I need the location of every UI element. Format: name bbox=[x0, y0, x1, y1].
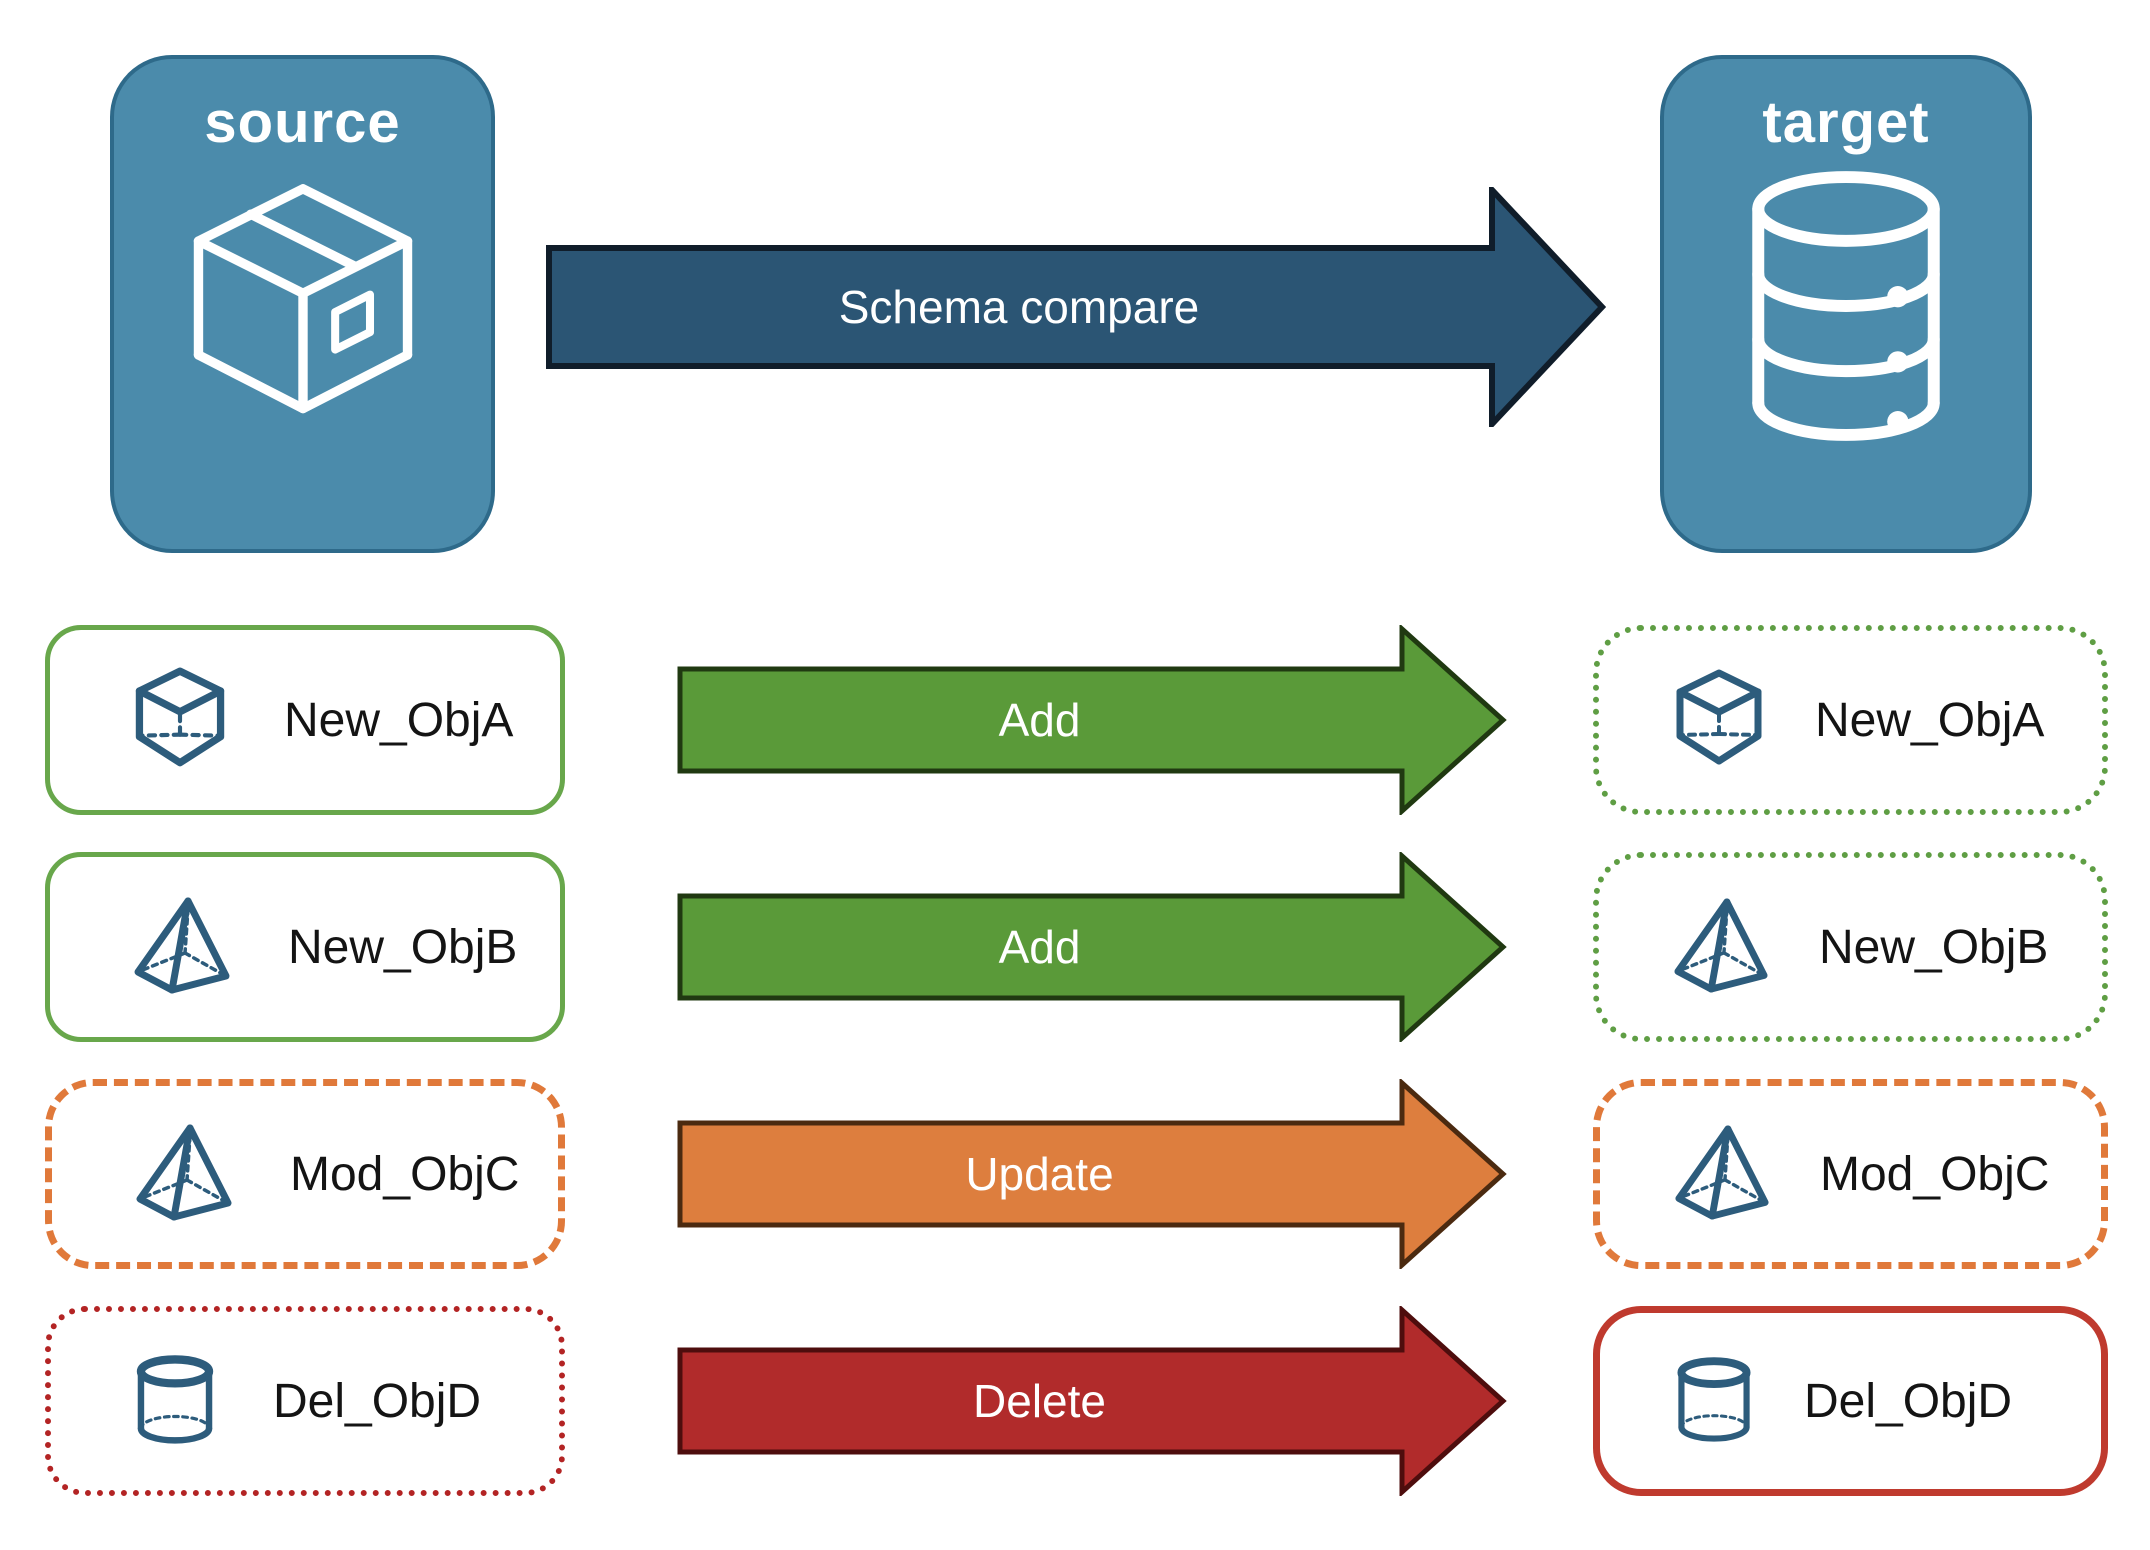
cube-icon bbox=[128, 666, 232, 775]
action-label: Add bbox=[998, 694, 1081, 746]
pyramid-icon bbox=[1669, 896, 1773, 999]
action-arrow-add-a: Add bbox=[677, 625, 1507, 815]
database-icon bbox=[1733, 166, 1959, 451]
action-arrow-add-b: Add bbox=[677, 852, 1507, 1042]
object-label: New_ObjB bbox=[1819, 920, 2049, 974]
object-label: Del_ObjD bbox=[273, 1374, 482, 1428]
target-title: target bbox=[1762, 90, 1930, 155]
action-label: Update bbox=[965, 1148, 1114, 1200]
package-3d-icon bbox=[169, 178, 437, 435]
pyramid-icon bbox=[130, 1122, 238, 1227]
object-label: New_ObjB bbox=[288, 920, 518, 974]
schema-compare-arrow: Schema compare bbox=[546, 187, 1606, 427]
target-object-card-new-obja: New_ObjA bbox=[1593, 625, 2108, 815]
target-object-card-new-objb: New_ObjB bbox=[1593, 852, 2108, 1042]
source-object-card-new-obja: New_ObjA bbox=[45, 625, 565, 815]
cylinder-icon bbox=[1670, 1351, 1758, 1452]
action-label: Delete bbox=[973, 1375, 1106, 1427]
source-title: source bbox=[204, 90, 401, 155]
action-arrow-delete: Delete bbox=[677, 1306, 1507, 1496]
object-label: New_ObjA bbox=[284, 693, 514, 747]
source-object-card-new-objb: New_ObjB bbox=[45, 852, 565, 1042]
pyramid-icon bbox=[1670, 1123, 1774, 1226]
object-label: Del_ObjD bbox=[1804, 1374, 2013, 1428]
object-label: Mod_ObjC bbox=[1820, 1147, 2050, 1201]
source-node: source bbox=[110, 55, 495, 553]
schema-compare-label: Schema compare bbox=[838, 281, 1200, 333]
action-arrow-update: Update bbox=[677, 1079, 1507, 1269]
pyramid-icon bbox=[128, 895, 236, 1000]
target-object-card-del-objd: Del_ObjD bbox=[1593, 1306, 2108, 1496]
cube-icon bbox=[1669, 668, 1769, 773]
source-object-card-del-objd: Del_ObjD bbox=[45, 1306, 565, 1496]
action-label: Add bbox=[998, 921, 1081, 973]
object-label: Mod_ObjC bbox=[290, 1147, 520, 1201]
object-label: New_ObjA bbox=[1815, 693, 2045, 747]
cylinder-icon bbox=[129, 1349, 221, 1454]
target-object-card-mod-objc: Mod_ObjC bbox=[1593, 1079, 2108, 1269]
target-node: target bbox=[1660, 55, 2032, 553]
source-object-card-mod-objc: Mod_ObjC bbox=[45, 1079, 565, 1269]
